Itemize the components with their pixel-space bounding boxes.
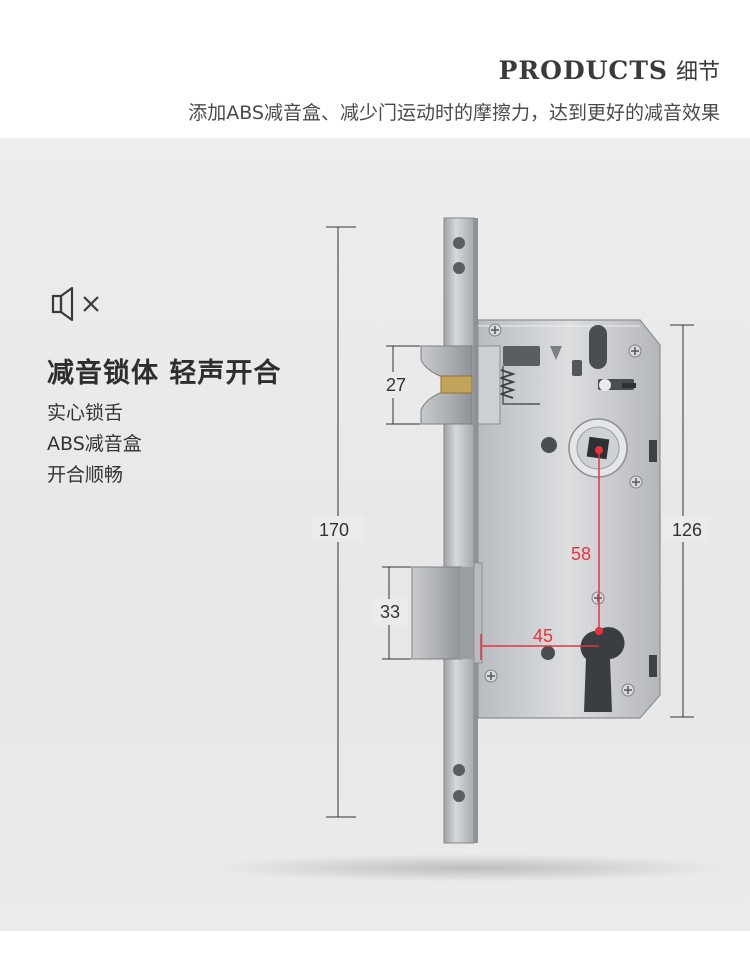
cylinder-hole <box>580 627 625 712</box>
top-notch <box>589 325 607 369</box>
feature-title: 减音锁体 轻声开合 <box>47 358 282 389</box>
subtitle: 添加ABS减音盒、减少门运动时的摩擦力，达到更好的减音效果 <box>188 102 720 124</box>
bottom-strip <box>0 931 750 957</box>
dimension-total-height-label: 170 <box>319 520 349 540</box>
title-cn: 细节 <box>675 60 720 85</box>
dimension-backset <box>480 634 599 660</box>
screw-icon <box>628 344 642 358</box>
feature-item-solid-latch: 实心锁舌 <box>47 402 124 424</box>
spring-slot <box>503 346 540 366</box>
screw-icon <box>488 323 502 337</box>
screw-icon <box>621 683 635 697</box>
dimension-case-height <box>662 324 710 718</box>
feature-item-smooth: 开合顺畅 <box>47 464 124 486</box>
floor-shadow <box>210 854 730 882</box>
dimension-total-height <box>312 226 364 818</box>
screw-icon <box>484 669 498 683</box>
dimension-deadbolt <box>372 566 411 660</box>
title-en: PRODUCTS <box>498 56 668 85</box>
speaker-mute-icon <box>51 286 99 322</box>
latch-bolt <box>420 345 501 425</box>
dimension-latch <box>378 345 420 425</box>
feature-item-abs-box: ABS减音盒 <box>47 433 142 455</box>
title-line: PRODUCTS 细节 <box>499 54 720 86</box>
dimension-center-distance-label: 58 <box>571 544 591 564</box>
screw-icon <box>629 475 643 489</box>
faceplate <box>443 217 475 844</box>
screw-icon <box>591 591 605 605</box>
dimension-case-height-label: 126 <box>672 520 702 540</box>
dimension-center-distance <box>595 446 603 635</box>
feature-list: 实心锁舌 ABS减音盒 开合顺畅 <box>47 398 142 491</box>
dimension-deadbolt-label: 33 <box>380 602 400 622</box>
dimension-latch-label: 27 <box>386 375 406 395</box>
dead-bolt <box>411 562 483 664</box>
dimension-backset-label: 45 <box>533 626 553 646</box>
header: PRODUCTS 细节 添加ABS减音盒、减少门运动时的摩擦力，达到更好的减音效… <box>0 0 750 138</box>
